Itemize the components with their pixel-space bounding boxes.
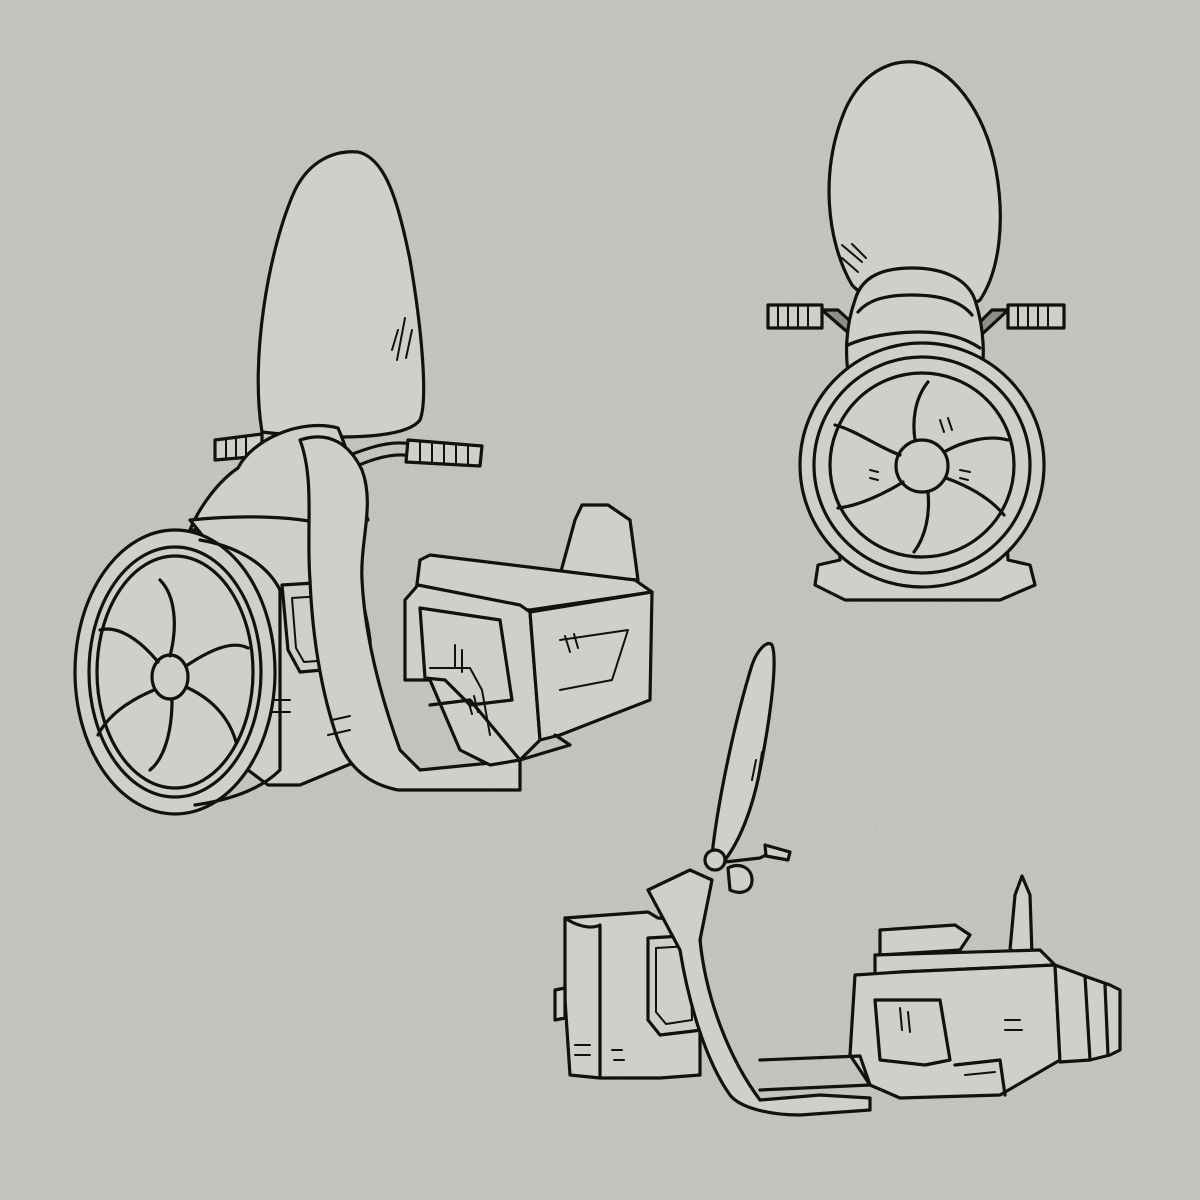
handlebar-assembly: [703, 843, 792, 894]
windshield: [710, 642, 776, 862]
hover-scooter-three-quarter-view: [73, 150, 654, 816]
rear-glints: [899, 1007, 1023, 1033]
fan-housing-inner: [812, 355, 1032, 575]
windshield-glint: [841, 243, 867, 273]
rear-tail-fin: [558, 503, 640, 582]
windshield: [256, 150, 426, 439]
body-glints: [271, 633, 579, 736]
rear-seat-back: [878, 923, 972, 957]
hover-scooter-side-view: [553, 642, 1122, 1117]
fan-blades: [833, 380, 1010, 554]
fan-duct: [193, 538, 282, 807]
hover-scooter-front-view: [766, 60, 1066, 602]
right-handlebar-grip: [404, 438, 484, 468]
front-nose: [553, 986, 567, 1022]
windshield-glint: [751, 751, 763, 791]
rear-block-end: [528, 590, 654, 742]
front-glints: [574, 1044, 625, 1061]
body-trim-strap: [646, 868, 872, 1117]
fan-blades: [96, 578, 250, 772]
blade-glints: [869, 417, 971, 481]
rear-block-recess: [873, 998, 952, 1067]
windshield-glint: [391, 317, 413, 361]
fan-hub: [894, 438, 950, 494]
fan-rim: [95, 554, 255, 790]
footrest: [758, 1054, 872, 1092]
rear-block-side: [848, 963, 1062, 1100]
fan-rim: [828, 371, 1016, 559]
footrest: [428, 698, 572, 762]
